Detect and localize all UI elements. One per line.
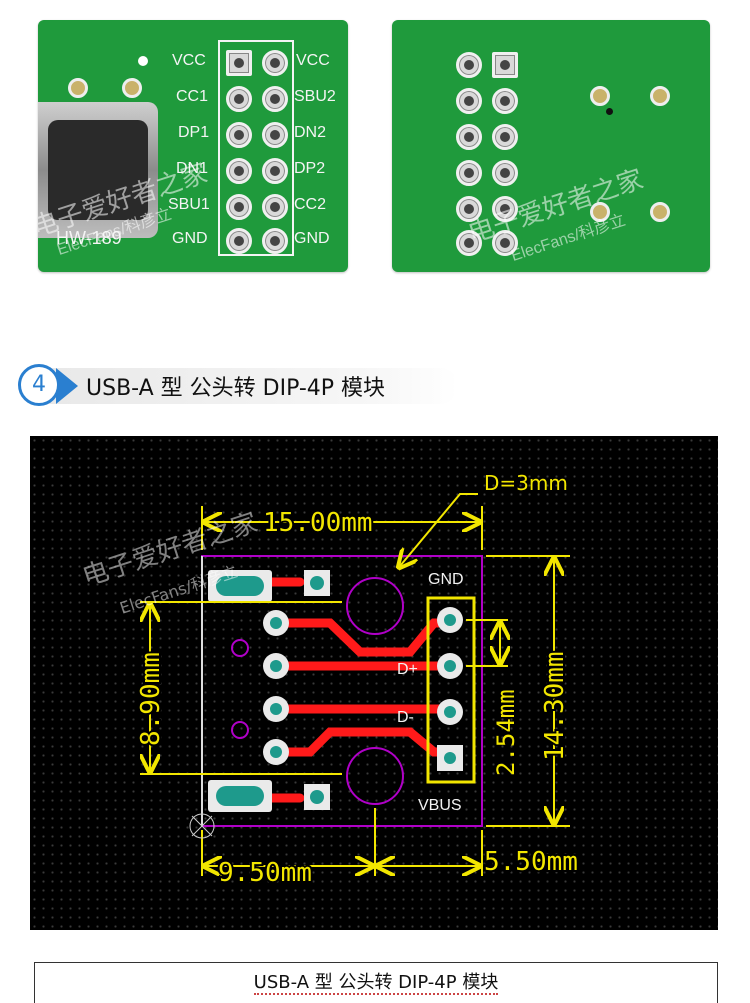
back-pcb-photo: 电子爱好者之家 ElecFans/科彦立	[392, 20, 710, 272]
pcb-layout-diagram: 15.00mm D=3mm 8.90mm 14.30mm 2.54mm 9.50…	[30, 436, 718, 930]
dim-bottom-right: 5.50mm	[484, 847, 578, 877]
front-left-label: DP1	[178, 124, 210, 141]
layout-svg: 15.00mm D=3mm 8.90mm 14.30mm 2.54mm 9.50…	[79, 471, 580, 890]
section-header: 4 USB-A 型 公头转 DIP-4P 模块	[18, 364, 458, 408]
section-title: USB-A 型 公头转 DIP-4P 模块	[86, 376, 386, 401]
origin-marker	[189, 813, 215, 839]
header-outline	[218, 40, 294, 256]
mount-hole-top	[346, 577, 404, 635]
pin-label-gnd: GND	[428, 571, 464, 588]
dim-hole-diameter: D=3mm	[484, 471, 568, 495]
front-right-label: VCC	[296, 52, 330, 69]
pin-label-vbus: VBUS	[418, 797, 462, 814]
front-right-label: CC2	[294, 196, 327, 213]
front-pcb-photo: VCC CC1 DP1 DN1 SBU1 GND VCC SBU2 DN2 DP…	[38, 20, 348, 272]
pin-label-dplus: D+	[397, 661, 418, 678]
dim-right-height: 14.30mm	[540, 651, 570, 761]
front-left-label: SBU1	[168, 196, 210, 213]
dim-left-height: 8.90mm	[136, 652, 166, 746]
dip-pins	[437, 607, 463, 771]
dim-bottom-left: 9.50mm	[218, 858, 312, 888]
dim-pitch: 2.54mm	[492, 689, 520, 776]
dip-header-outline	[426, 596, 476, 784]
usb-pins	[263, 610, 289, 765]
section-number-badge: 4	[18, 364, 60, 406]
copper-traces	[265, 577, 451, 803]
pin-label-dminus: D-	[397, 709, 414, 726]
front-right-label: DP2	[294, 160, 326, 177]
front-left-label: DN1	[176, 160, 209, 177]
front-left-label: GND	[172, 230, 208, 247]
front-left-label: CC1	[176, 88, 209, 105]
front-right-label: GND	[294, 230, 330, 247]
front-left-label: VCC	[172, 52, 206, 69]
caption-text: USB-A 型 公头转 DIP-4P 模块	[253, 972, 499, 995]
front-right-label: DN2	[294, 124, 327, 141]
dim-width-top: 15.00mm	[263, 508, 373, 538]
arrow-icon	[56, 368, 78, 404]
board-model-label: HW-189	[56, 228, 122, 248]
usb-c-connector	[38, 102, 158, 238]
mount-hole-bottom	[346, 747, 404, 805]
front-right-label: SBU2	[294, 88, 336, 105]
pin1-marker-dot	[138, 56, 148, 66]
caption-box: USB-A 型 公头转 DIP-4P 模块	[34, 962, 718, 1003]
